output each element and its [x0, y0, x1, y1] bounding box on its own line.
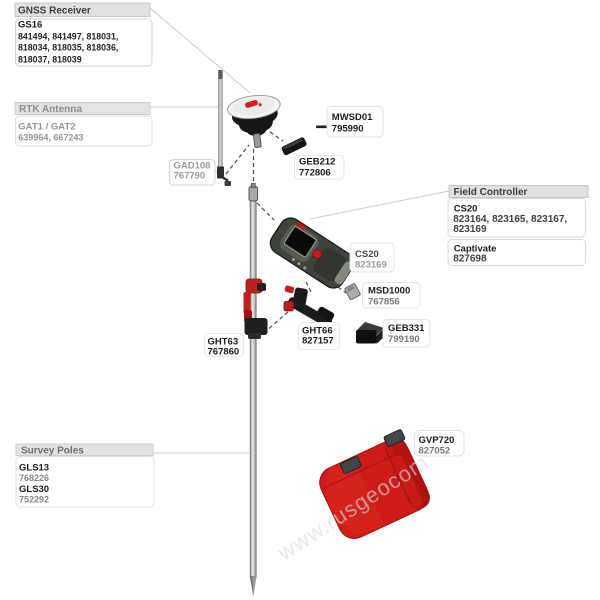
svg-text:Survey Poles: Survey Poles	[21, 446, 84, 457]
svg-text:GAT1 / GAT2: GAT1 / GAT2	[18, 122, 75, 133]
svg-text:GEB212: GEB212	[299, 157, 335, 168]
svg-text:Captivate: Captivate	[454, 244, 497, 255]
svg-text:GNSS Receiver: GNSS Receiver	[18, 6, 91, 17]
svg-text:767790: 767790	[174, 171, 206, 182]
svg-text:772806: 772806	[299, 168, 331, 179]
svg-text:GVP720: GVP720	[419, 435, 455, 446]
svg-text:841494, 841497, 818031,: 841494, 841497, 818031,	[18, 32, 118, 42]
svg-text:823169: 823169	[453, 224, 487, 235]
svg-text:GAD108: GAD108	[174, 161, 211, 172]
svg-text:639964, 667243: 639964, 667243	[18, 133, 83, 143]
svg-text:GEB331: GEB331	[388, 323, 425, 334]
svg-text:GHT66: GHT66	[302, 326, 333, 337]
svg-text:GHT63: GHT63	[208, 337, 239, 348]
svg-text:818037, 818039: 818037, 818039	[18, 55, 82, 65]
svg-text:827157: 827157	[302, 336, 334, 347]
svg-text:CS20: CS20	[454, 204, 478, 215]
svg-text:823169: 823169	[355, 260, 387, 271]
svg-text:767860: 767860	[208, 347, 240, 358]
svg-text:GS16: GS16	[18, 20, 42, 31]
svg-text:RTK Antenna: RTK Antenna	[19, 104, 82, 115]
svg-text:752292: 752292	[19, 495, 49, 505]
svg-text:827698: 827698	[453, 254, 487, 265]
svg-text:GLS30: GLS30	[19, 484, 49, 495]
svg-text:MSD1000: MSD1000	[368, 286, 410, 297]
svg-text:818034, 818035, 818036,: 818034, 818035, 818036,	[18, 43, 118, 53]
svg-text:823164, 823165, 823167,: 823164, 823165, 823167,	[453, 214, 567, 225]
svg-text:MWSD01: MWSD01	[332, 112, 373, 123]
svg-text:768226: 768226	[19, 473, 49, 483]
svg-text:Field Controller: Field Controller	[454, 187, 528, 198]
svg-text:GLS13: GLS13	[19, 463, 49, 474]
svg-text:799190: 799190	[388, 334, 420, 345]
svg-text:827052: 827052	[419, 446, 451, 457]
svg-text:795990: 795990	[332, 124, 364, 135]
svg-text:767856: 767856	[368, 297, 400, 308]
svg-text:CS20: CS20	[355, 249, 379, 260]
